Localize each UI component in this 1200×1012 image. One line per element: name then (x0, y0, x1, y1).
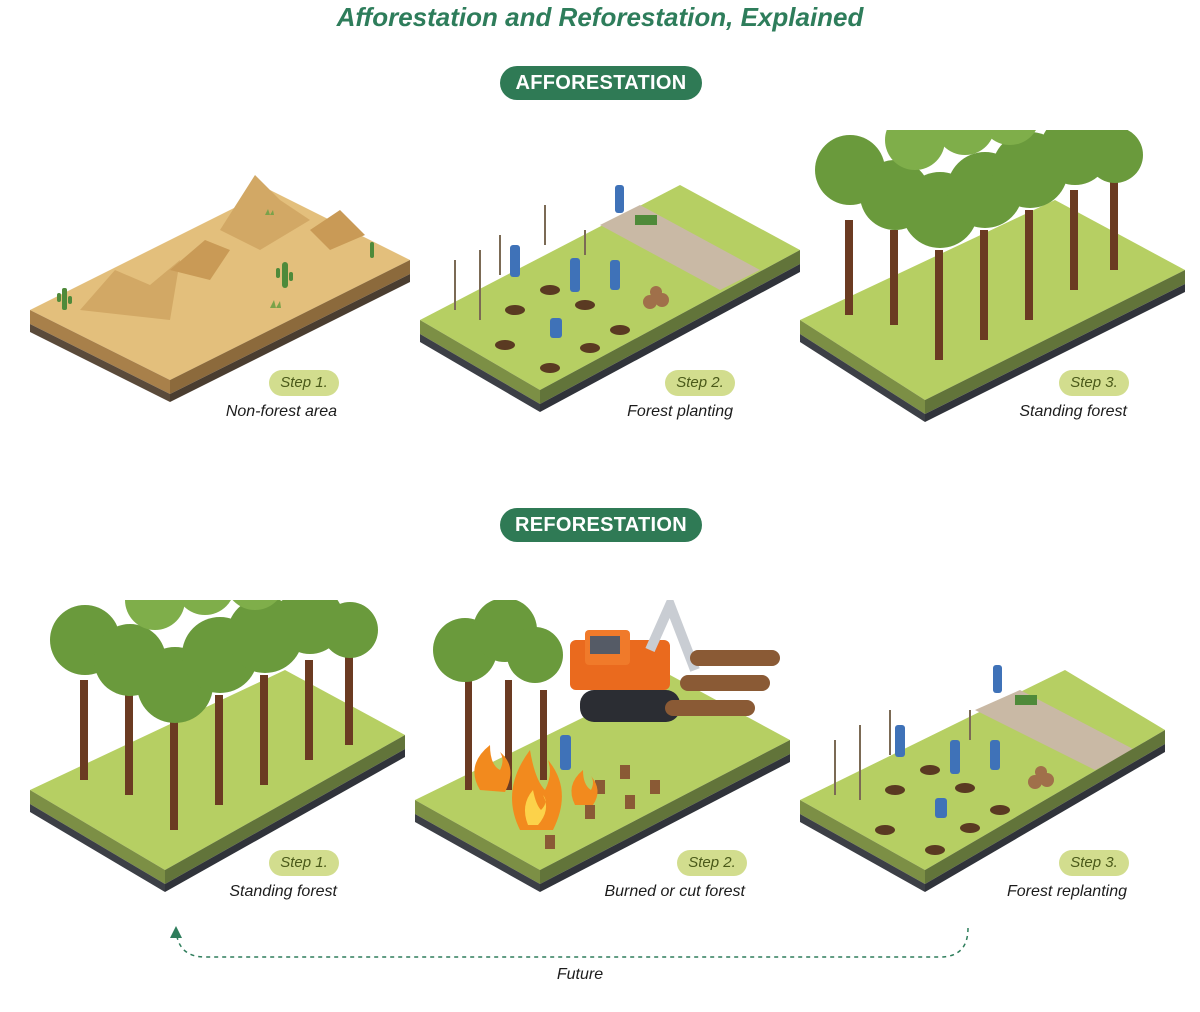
future-label: Future (540, 966, 620, 984)
arrow-head-icon (170, 926, 182, 938)
